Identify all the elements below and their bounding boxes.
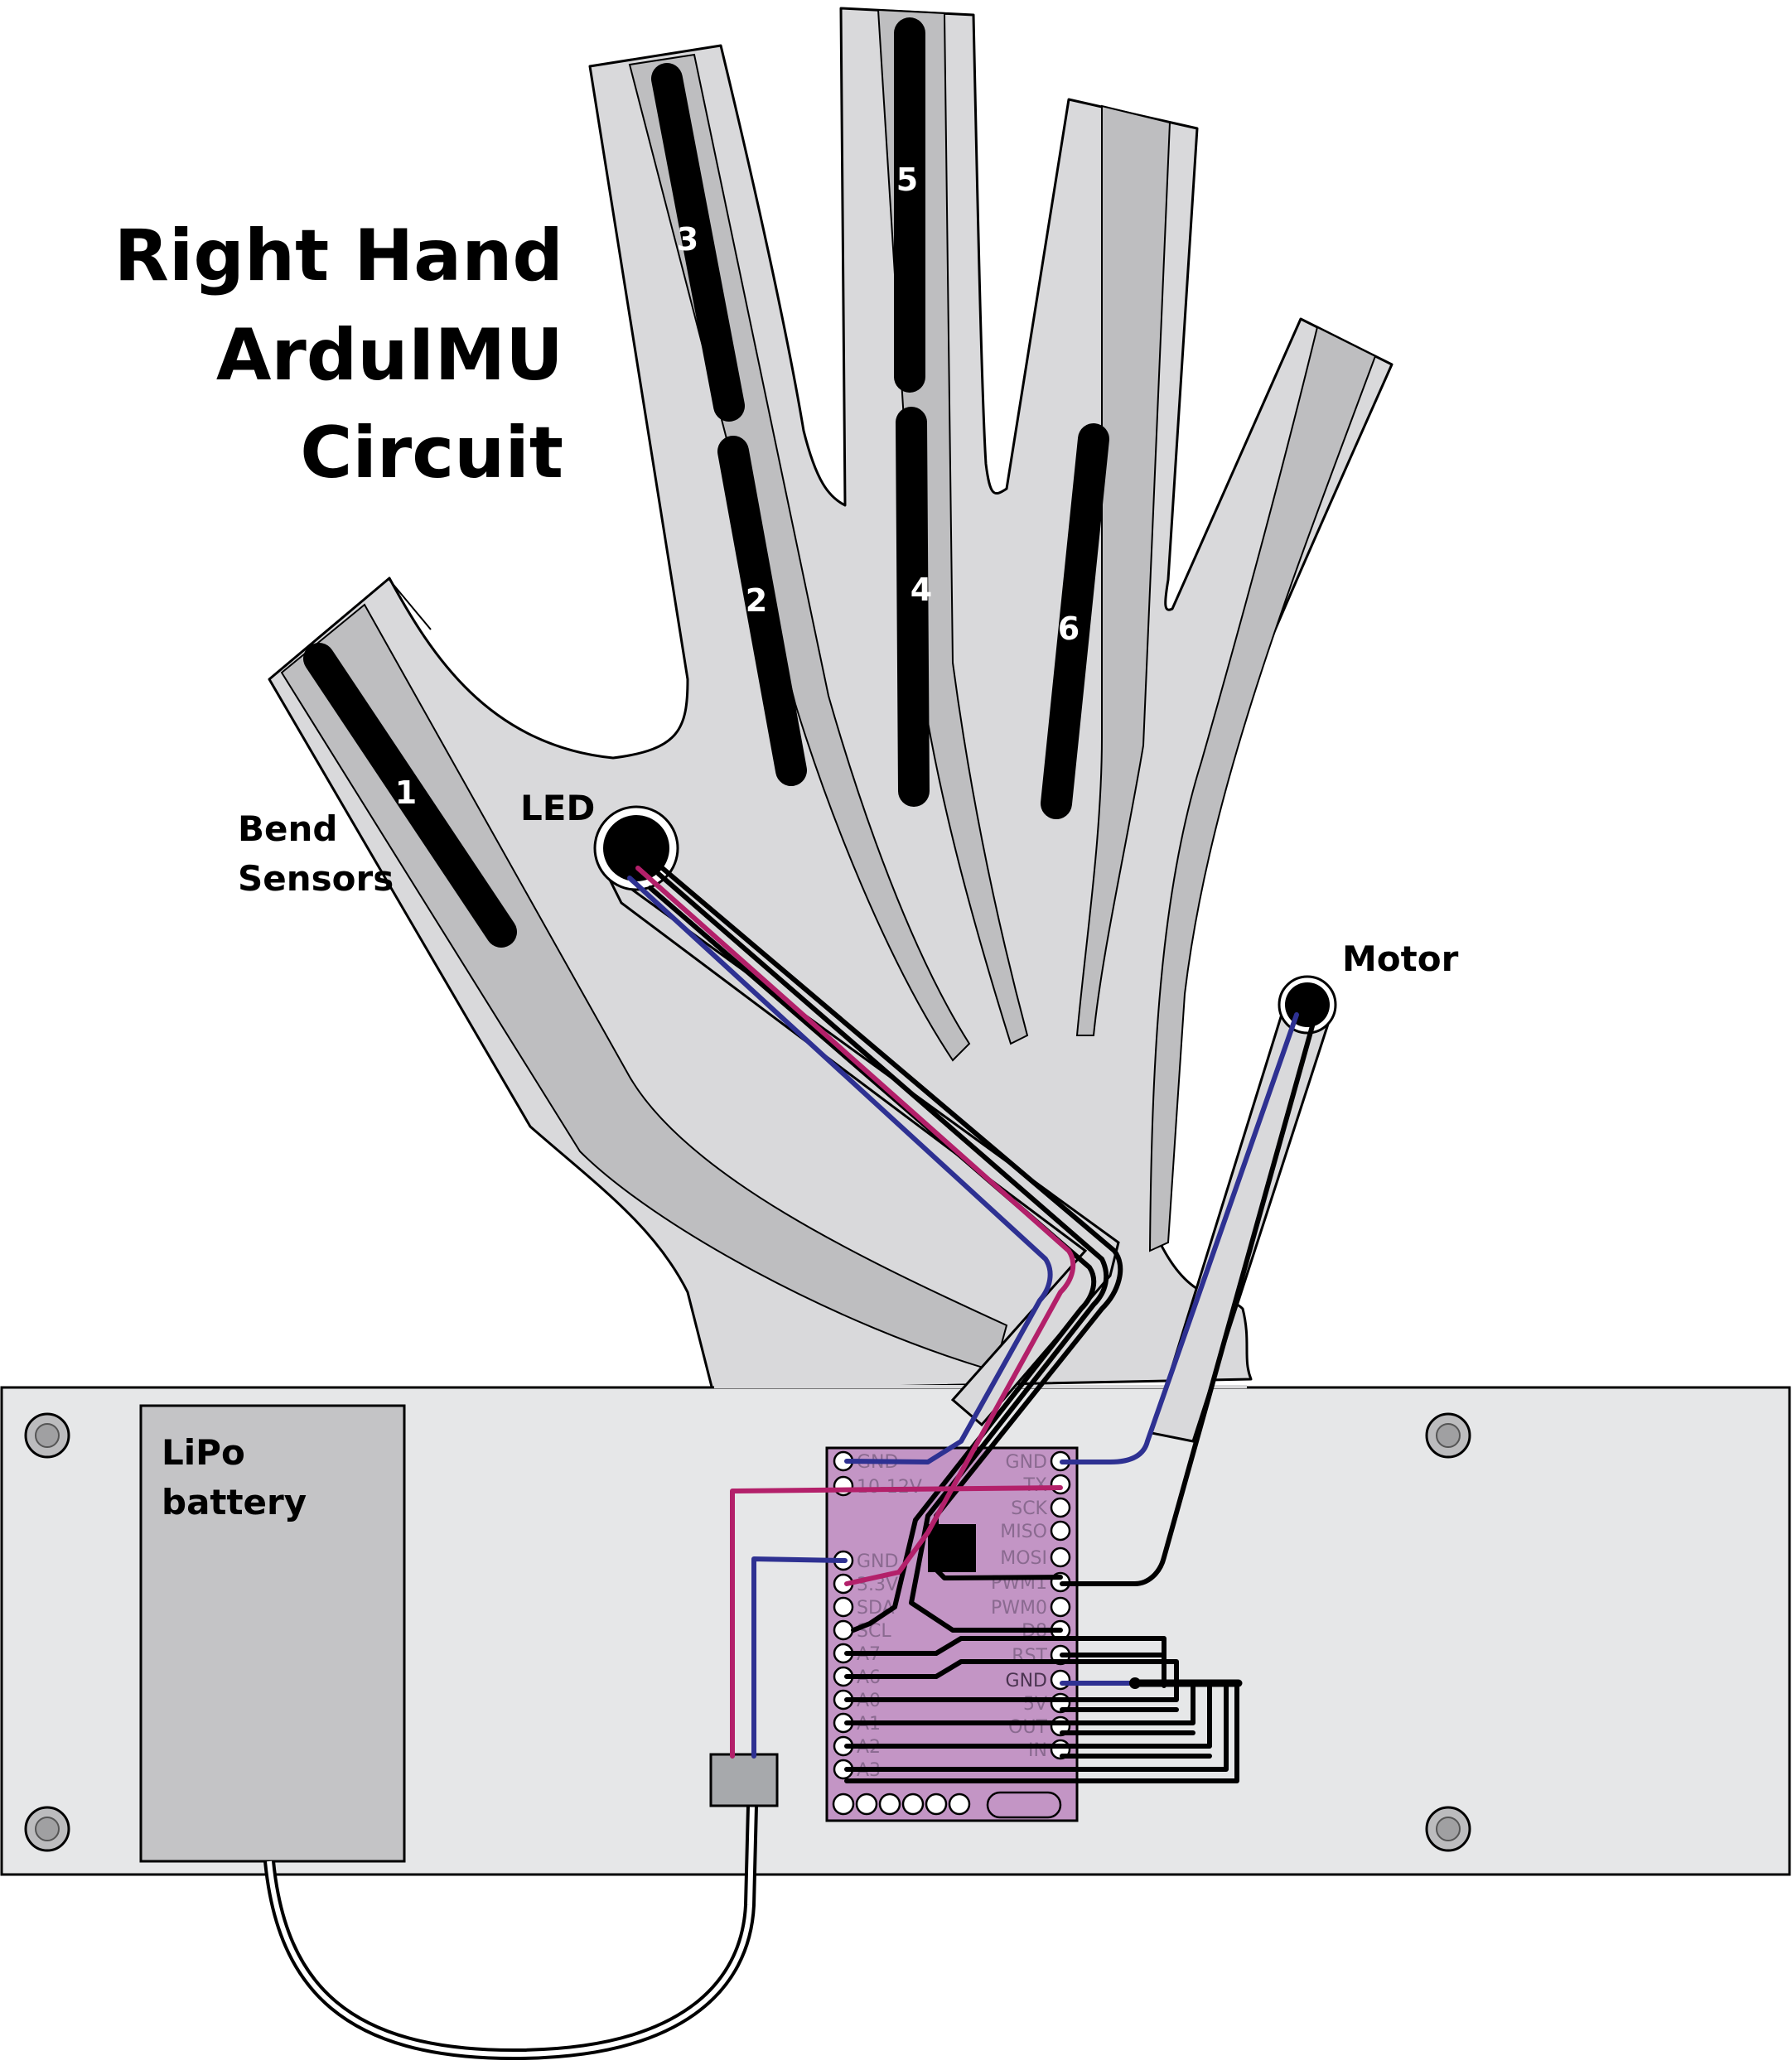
bend-sensor-1 <box>303 643 517 948</box>
pin-label-right-miso: MISO <box>1000 1522 1047 1542</box>
sensor-number-5: 5 <box>896 162 918 198</box>
bottom-header-pads <box>832 1793 971 1816</box>
bend-sensors-label-line1: Bend <box>238 808 337 849</box>
wire-led-blue <box>627 876 1053 1464</box>
pin-label-right-out: OUT <box>1008 1717 1047 1738</box>
wire-bus-4 <box>844 1683 1195 1725</box>
gnd-junction <box>1129 1677 1141 1689</box>
wire-battery-red <box>730 1485 1063 1759</box>
pin-label-right-mosi: MOSI <box>1000 1548 1047 1569</box>
wire-led-red <box>635 866 1076 1586</box>
pin-label-left-gnd-2: GND <box>857 1551 898 1572</box>
lipo-battery <box>139 1404 406 1863</box>
mounting-screws <box>24 1412 1471 1852</box>
led-component <box>593 805 1120 1427</box>
ring-stripe <box>1075 104 1171 1036</box>
sensor-number-2: 2 <box>746 582 767 619</box>
pin-label-right-gnd-2: GND <box>1006 1671 1047 1691</box>
screw-top-right <box>1425 1412 1471 1459</box>
sensor-number-3: 3 <box>677 221 698 258</box>
thumb-stripe <box>280 603 1008 1373</box>
motor-label: Motor <box>1342 938 1459 979</box>
reset-pad <box>986 1791 1062 1819</box>
screw-bottom-right <box>1425 1806 1471 1852</box>
thumb-crease <box>389 579 432 630</box>
wire-bus-2 <box>844 1659 1179 1688</box>
wire-battery-blue <box>751 1556 848 1759</box>
bend-sensor-2 <box>717 436 807 786</box>
sensor-number-6: 6 <box>1058 610 1080 647</box>
wire-bus-5 <box>844 1683 1212 1749</box>
title-line2: ArduIMU <box>216 314 563 397</box>
battery-label-line2: battery <box>162 1482 307 1522</box>
wire-bus-7 <box>844 1683 1239 1783</box>
battery-label-line1: LiPo <box>162 1432 245 1473</box>
bend-sensor-4 <box>896 407 930 807</box>
bend-sensors-label-line2: Sensors <box>238 858 394 899</box>
wire-led-black-2 <box>656 871 1109 1633</box>
led <box>603 815 669 881</box>
battery-lead-inner <box>267 1805 755 2058</box>
wire-led-black-1 <box>652 859 1123 1580</box>
bend-sensor-numbers: 1 2 3 4 5 6 <box>395 162 1080 811</box>
arduimu-board: GND 10-12V GND 3.3V SDA SCL A7 A6 A0 A1 … <box>825 1446 1079 1822</box>
bend-sensor-3 <box>651 63 745 422</box>
pin-label-right-gnd-1: GND <box>1006 1452 1047 1473</box>
led-label: LED <box>520 788 595 828</box>
wires <box>627 859 1316 1783</box>
motor <box>1285 982 1330 1027</box>
screw-top-left <box>24 1412 70 1459</box>
wire-motor-blue <box>1060 1012 1299 1464</box>
wire-motor-black <box>1060 1021 1316 1586</box>
pin-label-right-sck: SCK <box>1011 1498 1047 1519</box>
sensor-number-1: 1 <box>395 774 417 811</box>
pin-label-right-pwm0: PWM0 <box>991 1598 1047 1619</box>
sensor-number-4: 4 <box>910 572 932 608</box>
pin-label-right-in: IN <box>1028 1740 1047 1761</box>
bend-sensor-6 <box>1041 423 1109 819</box>
pinky-stripe <box>1148 326 1377 1252</box>
bend-sensors <box>303 17 1109 948</box>
wire-bus-1 <box>844 1636 1166 1688</box>
led-cable-channel <box>603 868 1120 1427</box>
wire-bus-6 <box>844 1683 1229 1772</box>
pin-label-left-sda: SDA <box>857 1598 895 1619</box>
right-pin-labels: GND TX SCK MISO MOSI PWM1 PWM0 D8 RST GN… <box>991 1452 1048 1761</box>
diagram-title: Right Hand ArduIMU Circuit <box>114 215 563 495</box>
wire-bus-3 <box>844 1683 1179 1702</box>
title-line1: Right Hand <box>114 215 563 297</box>
title-line3: Circuit <box>300 412 563 495</box>
screw-bottom-left <box>24 1806 70 1852</box>
battery-connector <box>709 1753 779 1807</box>
pin-label-right-5v: 5V <box>1023 1694 1047 1715</box>
